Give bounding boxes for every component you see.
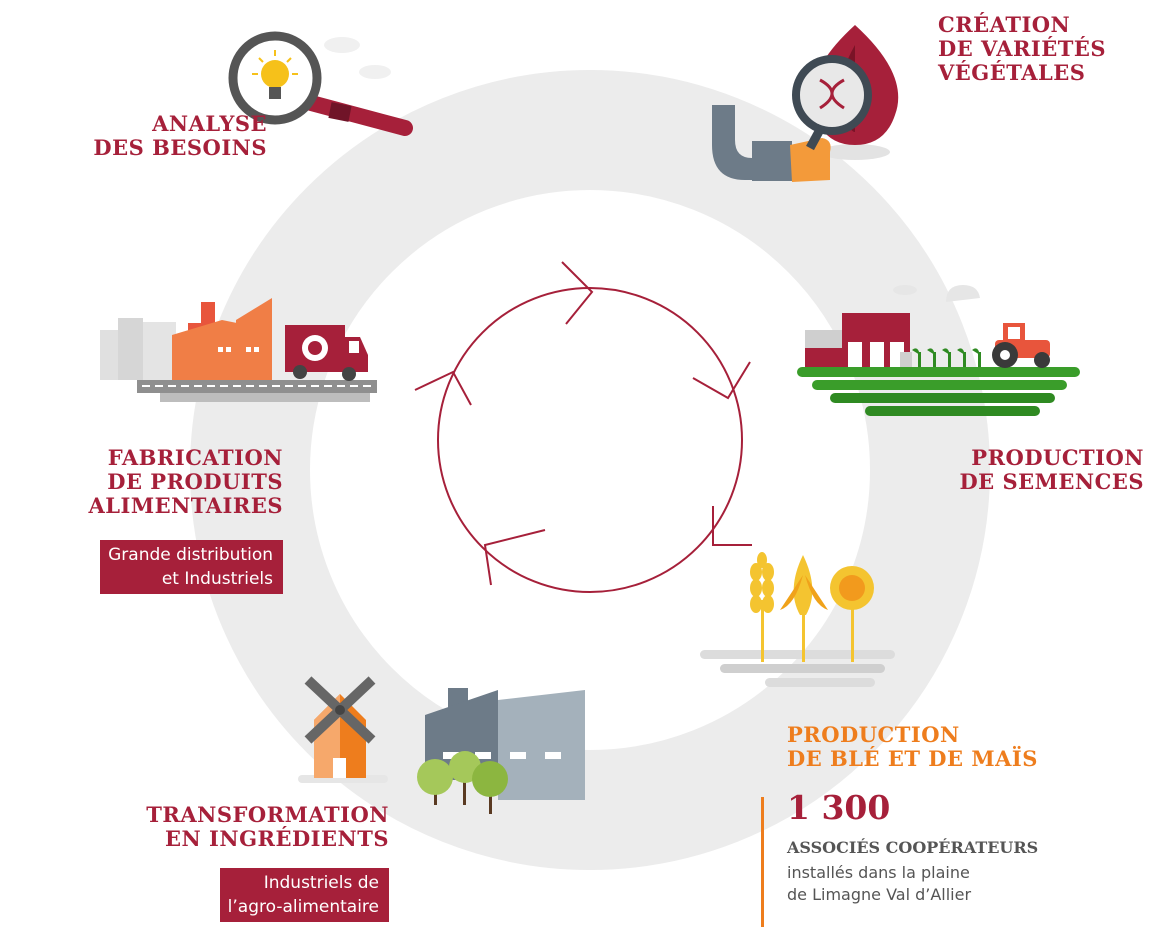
windmill-icon: [298, 676, 388, 783]
tag-line: et Industriels: [161, 569, 273, 589]
step-title-analyse: ANALYSE DES BESOINS: [93, 112, 267, 160]
fabrication-actors-tag: Grande distribution et Industriels: [100, 540, 283, 594]
stat-description-line: installés dans la plaine: [787, 863, 970, 882]
step-title-creation: CRÉATION DE VARIÉTÉS VÉGÉTALES: [938, 13, 1106, 85]
step-title-line: DE PRODUITS: [107, 469, 283, 494]
background-ring: [190, 70, 990, 870]
step-title-line: DE VARIÉTÉS: [938, 36, 1107, 61]
arrow-head-right: [692, 361, 751, 400]
step-title-line: VÉGÉTALES: [938, 60, 1086, 85]
stat-description-line: de Limagne Val d’Allier: [787, 885, 972, 904]
step-title-transformation: TRANSFORMATION EN INGRÉDIENTS: [146, 803, 389, 851]
cycle-arrows: [414, 261, 752, 593]
step-title-line: EN INGRÉDIENTS: [165, 826, 389, 851]
arrow-head-bottom-right: [712, 506, 752, 546]
transformation-actors-tag: Industriels de l’agro-alimentaire: [219, 868, 389, 922]
step-title-line: DE BLÉ ET DE MAÏS: [787, 746, 1038, 771]
stat-label: ASSOCIÉS COOPÉRATEURS: [787, 838, 1039, 857]
step-title-line: ANALYSE: [152, 111, 267, 136]
step-title-line: PRODUCTION: [787, 722, 960, 747]
step-title-line: FABRICATION: [107, 445, 283, 470]
tag-line: Industriels de: [263, 873, 379, 893]
step-title-ble-mais: PRODUCTION DE BLÉ ET DE MAÏS: [787, 723, 1038, 771]
arrow-head-left: [414, 370, 472, 406]
tag-line: Grande distribution: [108, 545, 273, 565]
step-title-line: ALIMENTAIRES: [88, 493, 283, 518]
step-title-line: TRANSFORMATION: [146, 802, 389, 827]
step-title-line: DE SEMENCES: [959, 469, 1144, 494]
crops-icon: [700, 552, 895, 687]
stat-number: 1 300: [787, 788, 891, 827]
arrow-head-bottom: [483, 529, 546, 586]
tag-line: l’agro-alimentaire: [227, 897, 379, 917]
factory-truck-icon: [100, 298, 377, 402]
arrow-head-top: [561, 261, 594, 325]
step-title-line: CRÉATION: [938, 12, 1071, 37]
step-title-line: DES BESOINS: [93, 135, 267, 160]
factory-trees-icon: [417, 688, 585, 814]
farm-tractor-icon: [797, 285, 1080, 416]
step-title-fabrication: FABRICATION DE PRODUITS ALIMENTAIRES: [88, 446, 283, 518]
lightbulb-magnifier-icon: [228, 31, 413, 136]
stat-accent-bar: [761, 797, 764, 927]
step-title-line: PRODUCTION: [971, 445, 1144, 470]
dna-magnifier-icon: [712, 25, 899, 182]
stat-description: installés dans la plaine de Limagne Val …: [787, 862, 971, 906]
step-title-semences: PRODUCTION DE SEMENCES: [959, 446, 1144, 494]
